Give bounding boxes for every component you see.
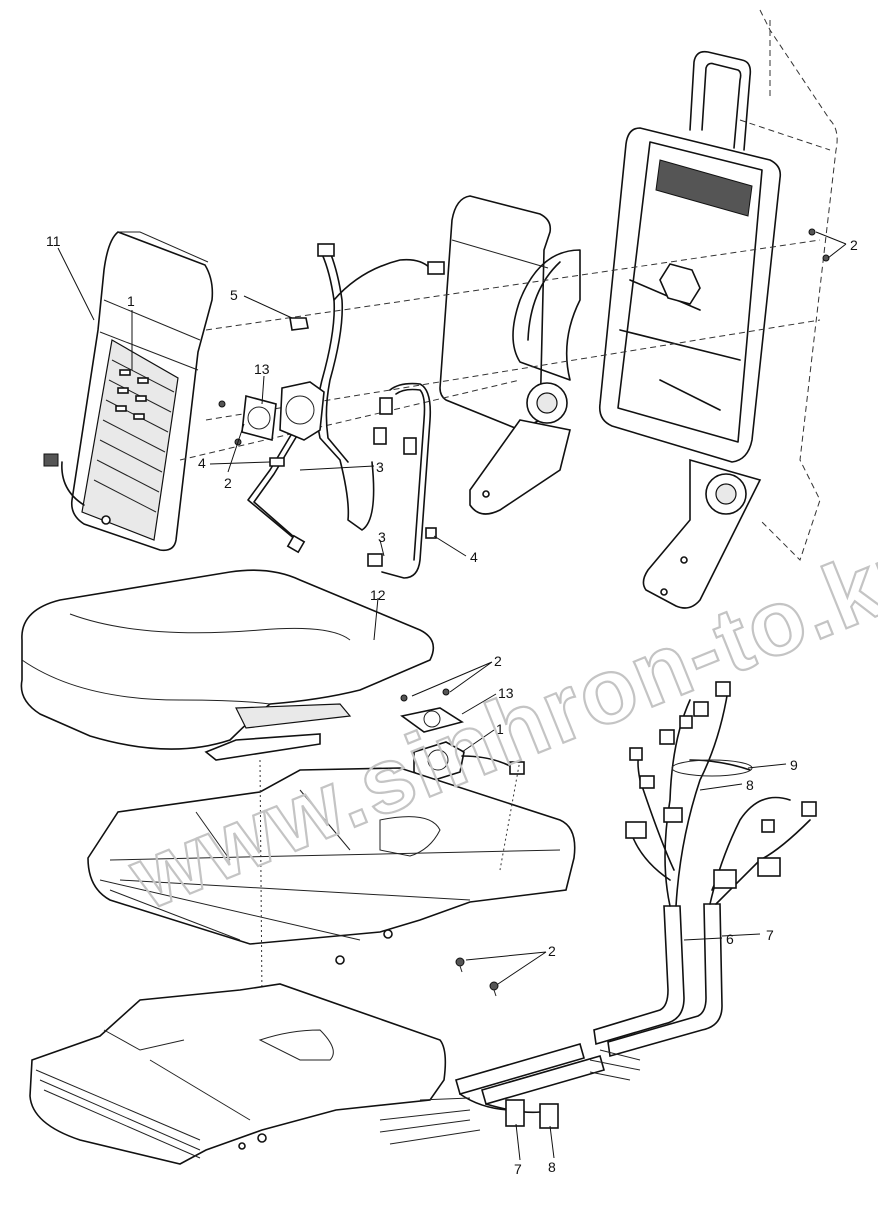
backrest-frame: [439, 9, 838, 609]
callout-2-left: 2: [224, 475, 232, 491]
callout-3-bottom: 3: [378, 529, 386, 545]
callout-13-backrest: 13: [254, 361, 270, 377]
callout-7-bottom: 7: [514, 1161, 522, 1177]
leader-lines: [57, 231, 847, 1161]
callout-2-bottom: 2: [548, 943, 556, 959]
callout-12: 12: [370, 587, 386, 603]
backrest-fan: [218, 317, 325, 467]
callout-9: 9: [790, 757, 798, 773]
seat-base-frame: [29, 983, 447, 1165]
callout-7-harness: 7: [766, 927, 774, 943]
callout-13-cushion: 13: [498, 685, 514, 701]
callout-11: 11: [46, 233, 61, 249]
callout-labels: 11 1 5 13 4 2 3 2 3 4 12 2 13 1 9 8 6 7 …: [46, 233, 858, 1177]
callout-2-backrest: 2: [850, 237, 858, 253]
callout-8-harness: 8: [746, 777, 754, 793]
seat-pan: [87, 759, 576, 1001]
callout-5: 5: [230, 287, 238, 303]
callout-8-bottom: 8: [548, 1159, 556, 1175]
callout-2-cushion: 2: [494, 653, 502, 669]
callout-4-left: 4: [198, 455, 206, 471]
callout-6: 6: [726, 931, 734, 947]
callout-3-top: 3: [376, 459, 384, 475]
seat-wiring-harness: [379, 681, 817, 1145]
bottom-bolts: [455, 957, 499, 997]
backrest-wiring: [247, 243, 445, 579]
callout-4-right: 4: [470, 549, 478, 565]
seat-cushion: [20, 569, 435, 761]
backrest-heating-mat: [43, 339, 179, 541]
callout-1-backrest: 1: [127, 293, 135, 309]
cushion-fan: [400, 688, 525, 783]
backrest-screws: [808, 228, 830, 262]
callout-1-cushion: 1: [496, 721, 504, 737]
